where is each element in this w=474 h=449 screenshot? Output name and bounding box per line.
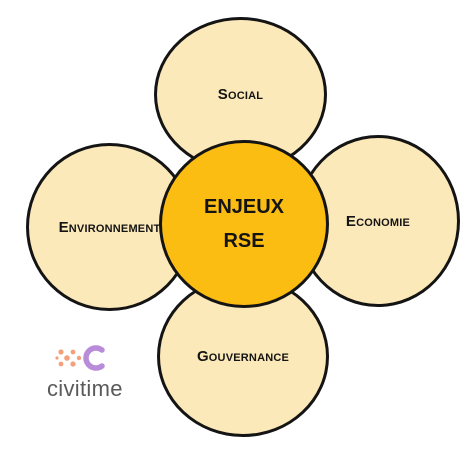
center-title-line1: ENJEUX xyxy=(203,196,285,218)
petal-label-economie: Economie xyxy=(345,212,411,230)
center-circle-enjeux-rse: ENJEUX RSE xyxy=(159,140,329,308)
civitime-wordmark: civitime xyxy=(47,376,123,401)
center-title-line2: RSE xyxy=(223,230,265,252)
petal-label-social: Social xyxy=(217,86,264,103)
petal-label-environnement: Environnement xyxy=(58,218,161,236)
petal-label-gouvernance: Gouvernance xyxy=(196,348,290,365)
civitime-logo: civitime xyxy=(47,344,137,404)
petal-gouvernance: Gouvernance xyxy=(157,276,329,437)
civitime-logo-mark-icon xyxy=(55,345,105,371)
